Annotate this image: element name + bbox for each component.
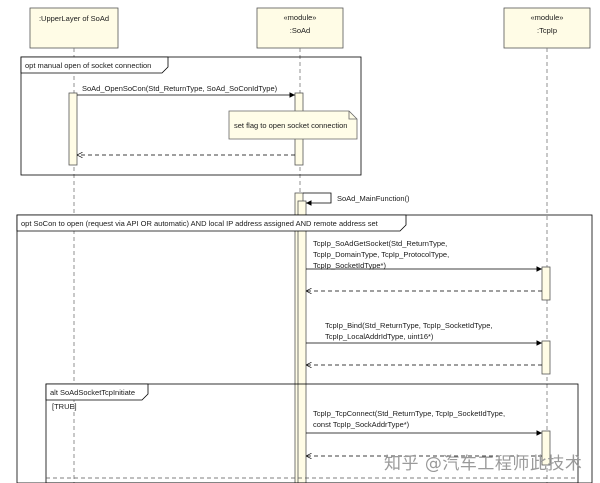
lifeline-soad-stereotype: «module» — [284, 13, 317, 22]
fragment-opt-manual-label: opt manual open of socket connection — [25, 61, 151, 70]
message-get-socket-line1: TcpIp_SoAdGetSocket(Std_ReturnType, — [313, 239, 447, 248]
fragment-alt-tcp: alt SoAdSocketTcpInitiate [TRUE] — [45, 383, 579, 483]
lifeline-tcpip-name: :TcpIp — [537, 26, 557, 35]
message-tcp-connect-line2: const TcpIp_SockAddrType*) — [313, 420, 410, 429]
lifeline-soad: «module» :SoAd — [256, 7, 344, 49]
fragment-opt-socon: opt SoCon to open (request via API OR au… — [16, 214, 593, 483]
lifeline-upperlayer-name: :UpperLayer of SoAd — [39, 14, 109, 23]
fragment-alt-tcp-label: alt SoAdSocketTcpInitiate — [50, 388, 135, 397]
message-open-socon: SoAd_OpenSoCon(Std_ReturnType, SoAd_SoCo… — [77, 84, 295, 98]
note-set-flag-text: set flag to open socket connection — [234, 121, 347, 130]
message-get-socket-line2: TcpIp_DomainType, TcpIp_ProtocolType, — [313, 250, 449, 259]
activation-upperlayer — [68, 92, 78, 166]
lifeline-soad-name: :SoAd — [290, 26, 310, 35]
message-tcp-connect-line1: TcpIp_TcpConnect(Std_ReturnType, TcpIp_S… — [313, 409, 505, 418]
message-bind: TcpIp_Bind(Std_ReturnType, TcpIp_SocketI… — [306, 321, 551, 375]
message-bind-line2: TcpIp_LocalAddrIdType, uint16*) — [325, 332, 434, 341]
activation-tcpip-1 — [541, 266, 551, 301]
fragment-opt-manual: opt manual open of socket connection — [20, 56, 362, 176]
note-set-flag: set flag to open socket connection — [228, 110, 358, 140]
activation-tcpip-2 — [541, 340, 551, 375]
message-tcp-connect: TcpIp_TcpConnect(Std_ReturnType, TcpIp_S… — [306, 409, 551, 466]
lifeline-upperlayer: :UpperLayer of SoAd — [29, 7, 119, 49]
activation-soad-nested — [297, 200, 307, 483]
activation-tcpip-3 — [541, 430, 551, 466]
watermark: 知乎 @汽车工程师此技术 — [384, 454, 583, 474]
message-get-socket-line3: TcpIp_SocketIdType*) — [313, 261, 386, 270]
message-main-function-label: SoAd_MainFunction() — [337, 194, 410, 203]
message-main-function: SoAd_MainFunction() — [294, 192, 410, 483]
lifeline-tcpip-stereotype: «module» — [531, 13, 564, 22]
message-open-socon-label: SoAd_OpenSoCon(Std_ReturnType, SoAd_SoCo… — [82, 84, 278, 93]
fragment-opt-socon-label: opt SoCon to open (request via API OR au… — [21, 219, 379, 228]
fragment-alt-tcp-guard: [TRUE] — [52, 402, 77, 411]
message-get-socket: TcpIp_SoAdGetSocket(Std_ReturnType, TcpI… — [306, 239, 551, 301]
lifeline-tcpip: «module» :TcpIp — [503, 7, 591, 49]
message-bind-line1: TcpIp_Bind(Std_ReturnType, TcpIp_SocketI… — [325, 321, 492, 330]
